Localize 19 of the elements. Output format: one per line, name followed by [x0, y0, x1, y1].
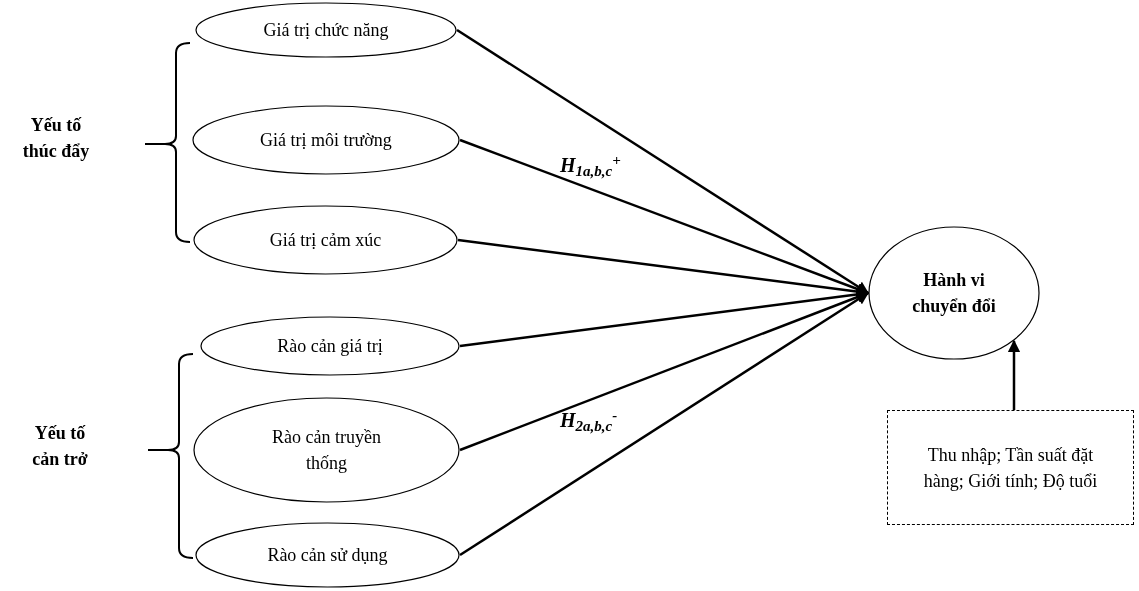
group-label: Yếu tố thúc đẩy [21, 114, 91, 163]
construct-ellipse [868, 226, 1040, 360]
group-label: Yếu tố cản trở [31, 422, 89, 471]
node-text: Rào cản truyền thống [271, 426, 382, 475]
arrow [1007, 339, 1021, 410]
node-text: Rào cản sử dụng [267, 544, 388, 567]
control-variables-box [887, 410, 1134, 525]
construct-ellipse [193, 397, 460, 503]
node-text: Giá trị chức năng [263, 19, 389, 42]
construct-ellipse [193, 205, 458, 275]
construct-ellipse [195, 2, 457, 58]
construct-ellipse [195, 522, 460, 588]
node-text: Hành vi chuyển đổi [911, 269, 997, 318]
construct-ellipse [200, 316, 460, 376]
node-text: Rào cản giá trị [277, 335, 383, 358]
node-text: Giá trị môi trường [260, 129, 392, 152]
node-text: Thu nhập; Tần suất đặt hàng; Giới tính; Độ tuổi [922, 443, 1099, 493]
node-text: Giá trị cảm xúc [269, 229, 382, 252]
construct-ellipse [192, 105, 460, 175]
